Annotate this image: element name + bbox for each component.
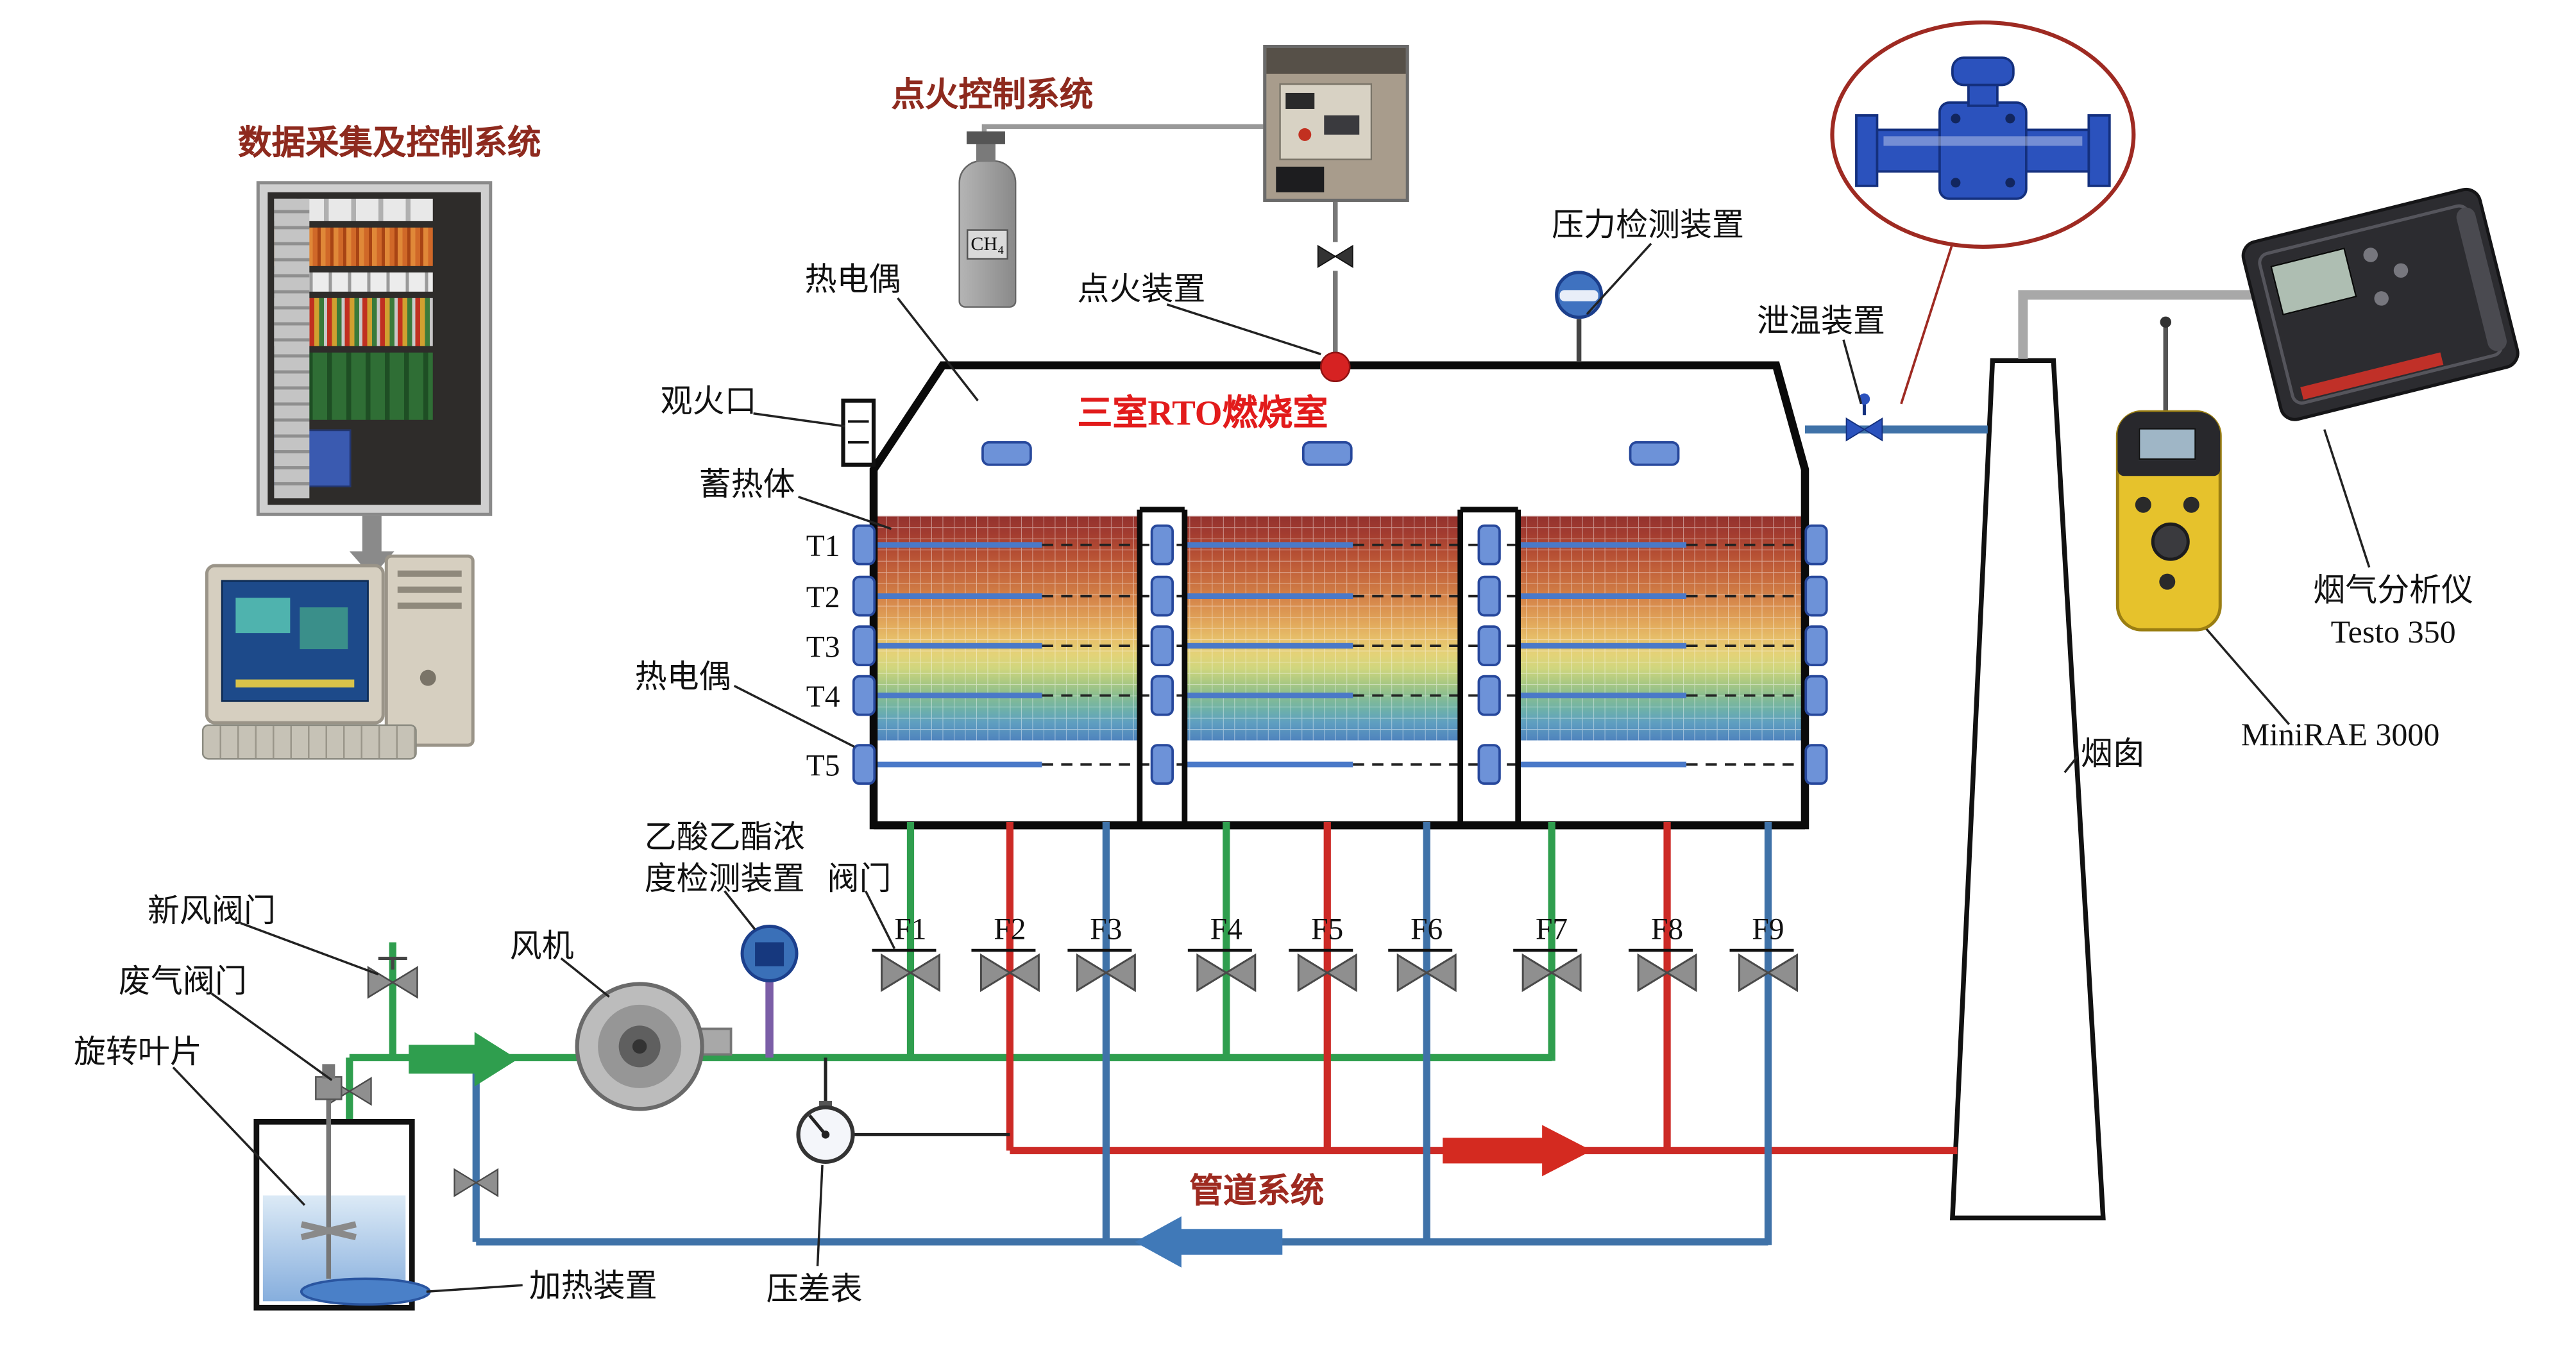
- piping-system-label: 管道系统: [1189, 1171, 1325, 1210]
- temp-relief-label: 泄温装置: [1757, 304, 1885, 340]
- red-piping: [1006, 822, 1958, 1154]
- f6-label: F6: [1411, 913, 1443, 947]
- f2-label: F2: [994, 913, 1026, 947]
- temp-relief-valve: [1858, 393, 1870, 416]
- heating-tank: [253, 1064, 431, 1311]
- green-flow-arrow: [409, 1032, 518, 1087]
- minirae-label: MiniRAE 3000: [2241, 718, 2440, 753]
- t4-label: T4: [806, 681, 840, 715]
- pointer-lines: [172, 242, 2371, 1293]
- down-arrow-icon: [349, 512, 394, 577]
- waste-gas-valve-label: 废气阀门: [118, 964, 247, 1000]
- ethyl-acetate-detector-device: [740, 924, 799, 1058]
- red-flow-arrow: [1443, 1125, 1592, 1177]
- thermocouple-left-label: 热电偶: [634, 660, 731, 696]
- computer-keyboard: [201, 724, 417, 760]
- valve-label: 阀门: [827, 862, 892, 898]
- temp-relief-valve-icon: [1845, 417, 1883, 441]
- blue-piping: [472, 822, 1772, 1246]
- heating-element: [300, 1277, 431, 1306]
- rotating-blade-label: 旋转叶片: [73, 1035, 202, 1071]
- regenerator-label: 蓄热体: [699, 467, 795, 503]
- minirae-3000-device: [2115, 410, 2222, 632]
- green-piping: [346, 822, 1555, 1122]
- data-acquisition-label: 数据采集及控制系统: [238, 123, 541, 162]
- f8-label: F8: [1650, 913, 1684, 947]
- pressure-detector-label: 压力检测装置: [1552, 208, 1745, 244]
- control-cabinet-photo: [256, 181, 493, 516]
- ch4-cylinder: CH₄: [958, 131, 1017, 308]
- chimney: [1949, 358, 2106, 1221]
- f4-label: F4: [1210, 913, 1242, 947]
- ch4-label: CH₄: [966, 229, 1008, 260]
- observation-port-label: 观火口: [660, 384, 757, 420]
- heating-device-label: 加热装置: [529, 1269, 657, 1305]
- thermocouple-top-label: 热电偶: [804, 262, 901, 298]
- ignition-valve: [1317, 245, 1353, 268]
- t3-label: T3: [806, 631, 840, 666]
- computer-tower: [384, 554, 475, 747]
- regenerator-beds: [877, 516, 1802, 741]
- observation-port: [841, 398, 876, 467]
- t2-label: T2: [806, 582, 840, 616]
- cabinet-interior: [267, 192, 481, 505]
- fresh-air-valve-label: 新风阀门: [147, 894, 276, 930]
- rotating-blade-icon: [300, 1221, 357, 1241]
- valve-callout: [1830, 20, 2136, 405]
- t1-label: T1: [806, 530, 840, 564]
- ignition-control-label: 点火控制系统: [891, 75, 1094, 114]
- f9-label: F9: [1752, 913, 1784, 947]
- ignition-device-label: 点火装置: [1077, 272, 1206, 308]
- pressure-gauge-device: [796, 1057, 1010, 1164]
- pressure-detector-device: [1555, 271, 1604, 362]
- pressure-gauge-label: 压差表: [766, 1272, 863, 1308]
- blue-flow-arrow: [1135, 1216, 1283, 1268]
- fan-label: 风机: [509, 929, 574, 965]
- chamber-divider-walls: [1137, 507, 1521, 826]
- f7-label: F7: [1536, 913, 1568, 947]
- computer-monitor: [205, 564, 385, 725]
- gas-analyzer-label: 烟气分析仪 Testo 350: [2313, 573, 2474, 651]
- igniter-dot: [1320, 351, 1351, 383]
- sampling-line: [2018, 290, 2254, 359]
- ethyl-acetate-detector-label: 乙酸乙酯浓 度检测装置: [644, 820, 805, 898]
- chimney-label: 烟囱: [2080, 737, 2145, 773]
- fresh-air-valve-stem: [378, 956, 407, 970]
- ignition-control-box-photo: [1263, 44, 1409, 202]
- rto-chamber-title: 三室RTO燃烧室: [1077, 392, 1328, 433]
- t5-label: T5: [806, 750, 840, 784]
- f5-label: F5: [1311, 913, 1344, 947]
- f3-label: F3: [1090, 913, 1123, 947]
- fan-blower: [575, 982, 733, 1111]
- minirae-antenna: [2160, 316, 2172, 414]
- f1-label: F1: [894, 913, 927, 947]
- blue-valve-icon: [1855, 56, 2111, 200]
